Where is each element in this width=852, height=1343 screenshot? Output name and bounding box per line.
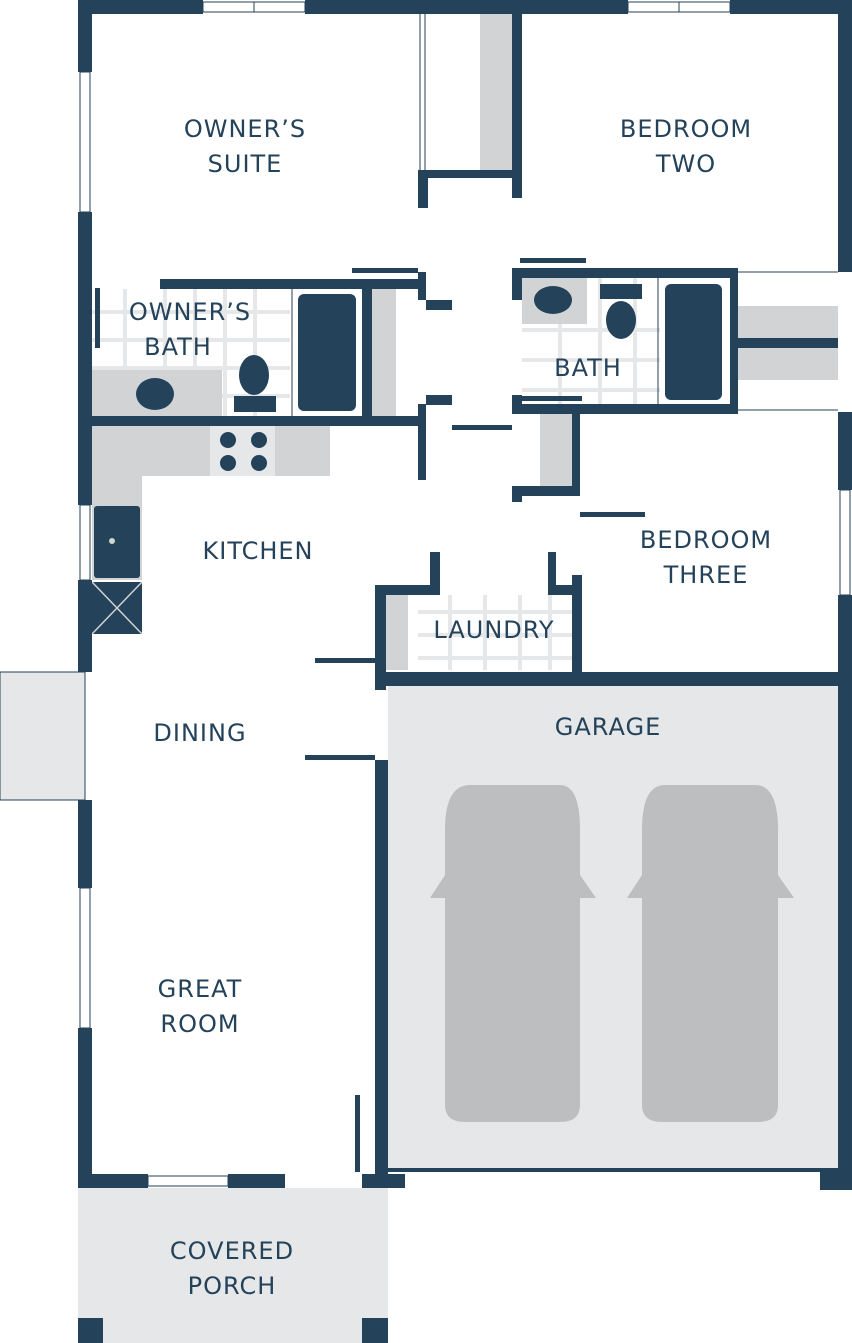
laundry-tiles	[418, 595, 572, 670]
closet-shelf	[738, 348, 838, 380]
sink-icon	[136, 378, 174, 410]
porch-floor	[78, 1188, 388, 1343]
bump-out	[0, 671, 86, 801]
room-label-bedroom-three: THREE	[663, 561, 749, 589]
closet-shelf	[540, 414, 572, 494]
room-label-great-room: GREAT	[158, 975, 243, 1003]
toilet-icon	[600, 284, 642, 339]
kitchen-sink-icon	[94, 506, 140, 578]
room-label-bedroom-two: TWO	[655, 150, 716, 178]
room-label-covered-porch: PORCH	[188, 1272, 277, 1300]
bathtub-icon	[298, 294, 356, 411]
toilet-icon	[234, 355, 276, 412]
room-label-laundry: LAUNDRY	[433, 616, 554, 644]
car-icon	[430, 785, 596, 1122]
closet-shelf	[738, 306, 838, 338]
walls	[78, 0, 852, 1343]
room-label-covered-porch: COVERED	[170, 1237, 294, 1265]
room-label-owners-suite: OWNER’S	[184, 115, 306, 143]
drain-icon	[109, 538, 115, 544]
room-label-bedroom-two: BEDROOM	[620, 115, 752, 143]
room-label-dining: DINING	[153, 719, 246, 747]
room-label-bath: BATH	[554, 354, 622, 382]
room-label-kitchen: KITCHEN	[203, 537, 314, 565]
closet-shelf	[480, 14, 512, 170]
bathtub-icon	[665, 284, 722, 400]
windows	[79, 1, 851, 1187]
laundry-shelf	[386, 595, 408, 670]
refrigerator-icon	[91, 581, 143, 635]
stove	[210, 426, 275, 476]
stove-burners-icon	[220, 432, 267, 471]
room-label-bedroom-three: BEDROOM	[640, 526, 772, 554]
room-label-owners-suite: SUITE	[208, 150, 283, 178]
room-label-garage: GARAGE	[555, 713, 661, 741]
room-label-owners-bath: OWNER’S	[129, 298, 251, 326]
sink-icon	[534, 286, 572, 314]
room-label-owners-bath: BATH	[144, 333, 212, 361]
car-icon	[627, 785, 794, 1122]
closet-shelf	[372, 289, 396, 416]
room-label-great-room: ROOM	[160, 1010, 239, 1038]
